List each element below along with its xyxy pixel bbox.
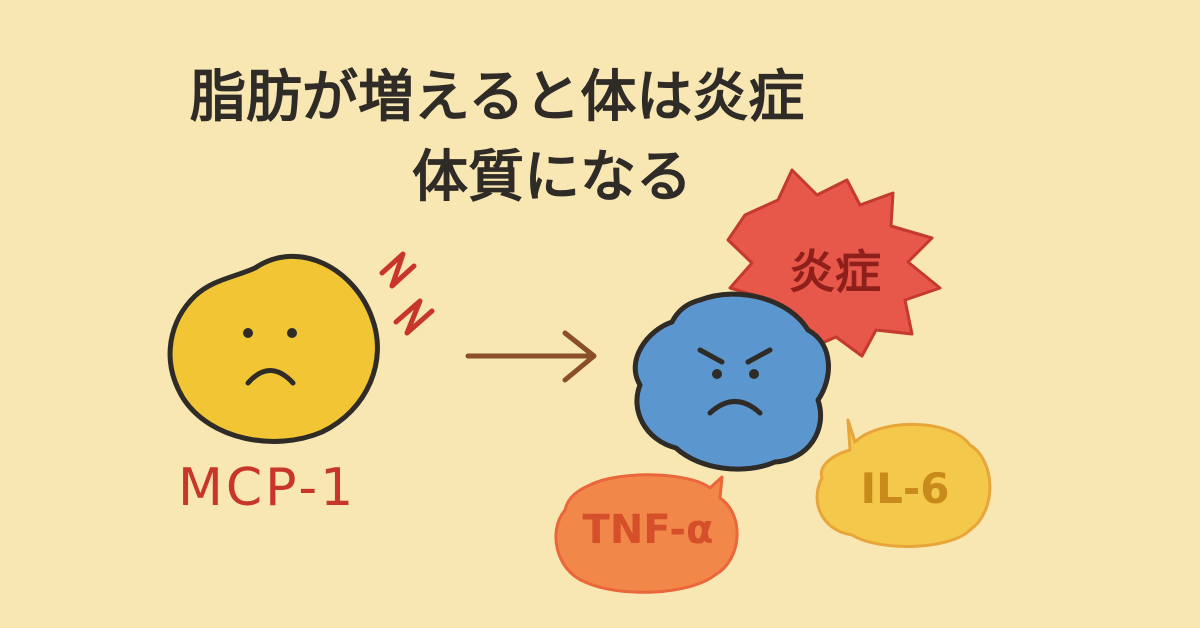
speech-bubble-il6: IL-6 (815, 418, 992, 548)
left-eye (712, 369, 722, 379)
sad-mouth (245, 368, 296, 386)
bubble-tnf-shape (554, 473, 739, 594)
fat-cell-sad (167, 254, 380, 444)
title-line-2: 体質になる (412, 145, 692, 210)
title-line-1: 脂肪が増えると体は炎症 (190, 65, 804, 130)
fat-cell-body (167, 254, 380, 444)
right-eye (749, 369, 759, 379)
bubble-il6-shape (815, 418, 992, 548)
bubble-tnf-label: TNF-α (583, 507, 714, 553)
angry-mouth (707, 399, 763, 416)
burst-label: 炎症 (789, 245, 881, 299)
immune-cell-body (632, 291, 831, 472)
arrow-right-icon (465, 330, 597, 383)
immune-cell-angry (632, 291, 831, 472)
bubble-il6-label: IL-6 (860, 464, 949, 513)
right-eye (287, 328, 297, 338)
spark-icon (379, 251, 435, 336)
left-brow (697, 347, 725, 365)
left-eye (243, 328, 253, 338)
mcp1-label: MCP-1 (178, 458, 356, 518)
speech-bubble-tnf: TNF-α (554, 473, 739, 594)
right-brow (745, 347, 773, 365)
